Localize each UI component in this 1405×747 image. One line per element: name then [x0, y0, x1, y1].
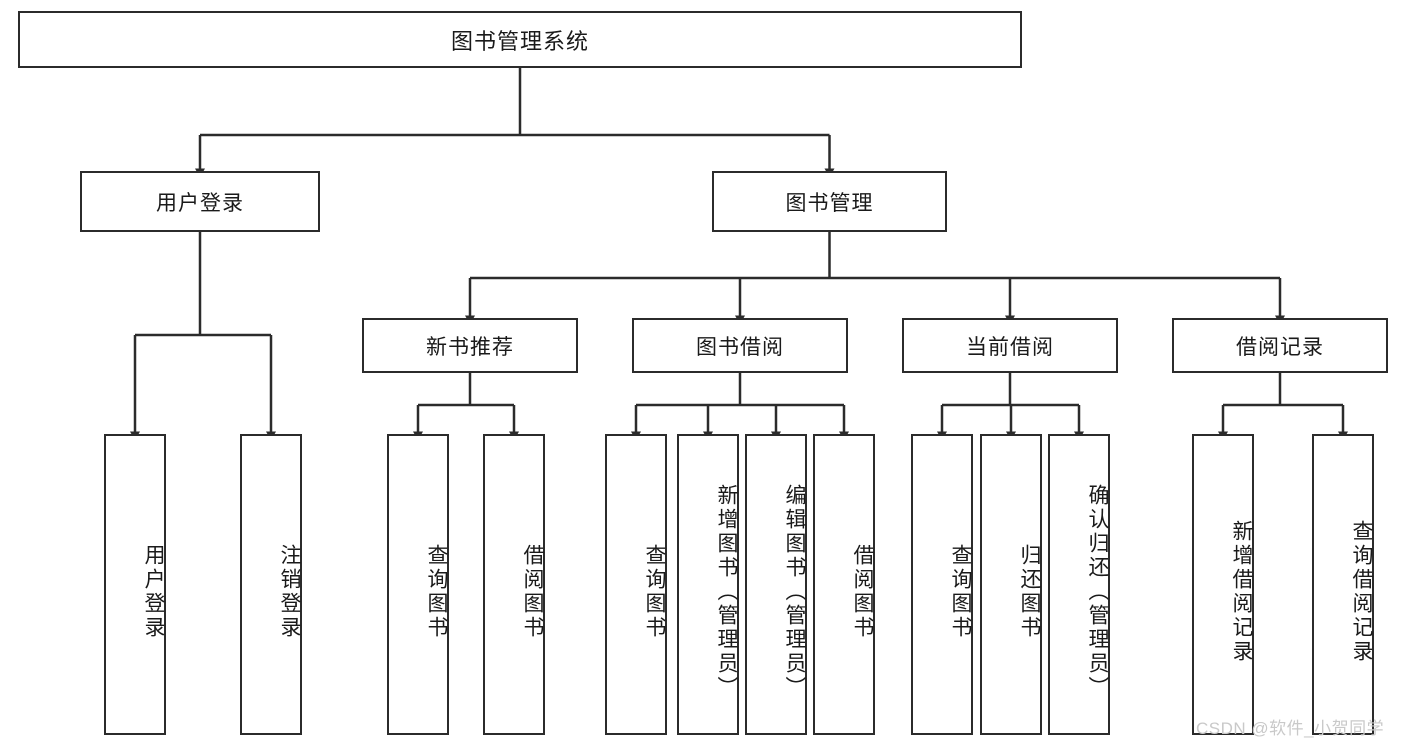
node-root[interactable]: 图书管理系统: [18, 11, 1022, 68]
edge-group: [130, 68, 1348, 441]
node-label-user-login: 用户登录: [156, 191, 244, 215]
node-leaf-user-login[interactable]: 用户登录: [104, 434, 166, 735]
node-leaf-add-borrow-record[interactable]: 新增借阅记录: [1192, 434, 1254, 735]
node-label-leaf-confirm-return: 确认归还（管理员）: [1086, 483, 1109, 700]
node-leaf-query-book-current[interactable]: 查询图书: [911, 434, 973, 735]
node-label-leaf-user-logout: 注销登录: [278, 543, 301, 640]
node-leaf-query-book-recommend[interactable]: 查询图书: [387, 434, 449, 735]
node-label-leaf-borrow-book: 借阅图书: [851, 543, 874, 640]
node-leaf-return-book[interactable]: 归还图书: [980, 434, 1042, 735]
node-new-book-recommend[interactable]: 新书推荐: [362, 318, 578, 373]
node-leaf-user-logout[interactable]: 注销登录: [240, 434, 302, 735]
node-label-leaf-add-borrow-record: 新增借阅记录: [1230, 519, 1253, 664]
csdn-watermark: CSDN @软件_小贺同学: [1196, 719, 1385, 738]
node-label-leaf-user-login: 用户登录: [142, 543, 165, 640]
node-book-borrow[interactable]: 图书借阅: [632, 318, 848, 373]
node-current-borrow[interactable]: 当前借阅: [902, 318, 1118, 373]
node-label-leaf-borrow-book-recommend: 借阅图书: [521, 543, 544, 640]
node-label-book-borrow: 图书借阅: [696, 335, 784, 359]
node-label-leaf-return-book: 归还图书: [1018, 543, 1041, 640]
node-label-root: 图书管理系统: [450, 28, 589, 54]
node-label-leaf-query-book-borrow: 查询图书: [643, 543, 666, 640]
node-book-management[interactable]: 图书管理: [712, 171, 947, 232]
node-leaf-borrow-book-recommend[interactable]: 借阅图书: [483, 434, 545, 735]
node-leaf-borrow-book[interactable]: 借阅图书: [813, 434, 875, 735]
node-leaf-confirm-return[interactable]: 确认归还（管理员）: [1048, 434, 1110, 735]
node-user-login[interactable]: 用户登录: [80, 171, 320, 232]
node-label-new-book-recommend: 新书推荐: [426, 335, 514, 359]
node-label-borrow-record: 借阅记录: [1236, 335, 1324, 359]
node-label-leaf-query-borrow-record: 查询借阅记录: [1350, 519, 1373, 664]
node-label-book-management: 图书管理: [785, 191, 874, 215]
node-label-current-borrow: 当前借阅: [966, 335, 1054, 359]
node-label-leaf-query-book-current: 查询图书: [949, 543, 972, 640]
node-leaf-query-borrow-record[interactable]: 查询借阅记录: [1312, 434, 1374, 735]
node-label-leaf-edit-book: 编辑图书（管理员）: [783, 483, 806, 700]
node-leaf-edit-book[interactable]: 编辑图书（管理员）: [745, 434, 807, 735]
node-leaf-add-book[interactable]: 新增图书（管理员）: [677, 434, 739, 735]
node-label-leaf-query-book-recommend: 查询图书: [425, 543, 448, 640]
node-leaf-query-book-borrow[interactable]: 查询图书: [605, 434, 667, 735]
node-label-leaf-add-book: 新增图书（管理员）: [715, 483, 738, 700]
node-borrow-record[interactable]: 借阅记录: [1172, 318, 1388, 373]
